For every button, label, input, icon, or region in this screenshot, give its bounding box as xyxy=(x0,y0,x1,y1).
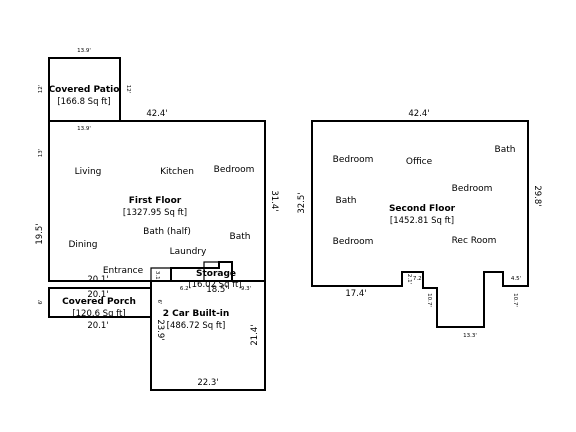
first-floor-dim-bottom: 20.1' xyxy=(87,275,108,285)
garage-dim-bottom: 22.3' xyxy=(197,378,218,388)
garage-title: 2 Car Built-in xyxy=(163,309,230,319)
garage-outline xyxy=(150,280,266,391)
room-bedroom-2: Bedroom xyxy=(452,184,493,194)
patio-dim-top: 13.9' xyxy=(77,48,91,54)
room-laundry: Laundry xyxy=(170,247,207,257)
second-floor-dim-notch-bottom: 13.3' xyxy=(463,333,477,339)
second-floor-title: Second Floor xyxy=(389,204,456,214)
porch-area: [120.6 Sq ft] xyxy=(72,309,125,319)
room-bath: Bath xyxy=(230,232,251,242)
storage-area: [16.02 Sq ft] xyxy=(188,280,241,290)
patio-area: [166.8 Sq ft] xyxy=(57,97,110,107)
first-floor-dim-right: 31.4' xyxy=(269,190,279,211)
porch-dim-right: 6' xyxy=(156,299,162,304)
patio-dim-right: 12' xyxy=(125,85,131,94)
room-bedroom: Bedroom xyxy=(214,165,255,175)
first-floor-dim-left-lower: 19.5' xyxy=(35,223,45,244)
second-floor-dim-bottom-left: 17.4' xyxy=(345,289,366,299)
second-floor-dim-small-left: 7.2' xyxy=(413,276,423,282)
second-floor-dim-right: 29.8' xyxy=(532,185,542,206)
patio-dim-bottom: 13.9' xyxy=(77,126,91,132)
first-floor-title: First Floor xyxy=(129,196,182,206)
second-floor-outline xyxy=(311,120,529,328)
storage-dim-nook: 3.1' xyxy=(154,271,160,281)
garage-dim-left: 23.9' xyxy=(155,319,165,340)
room-bedroom-3: Bedroom xyxy=(333,237,374,247)
room-bath-half: Bath (half) xyxy=(143,227,191,237)
storage-title: Storage xyxy=(196,269,236,279)
room-bath-1: Bath xyxy=(495,145,516,155)
room-kitchen: Kitchen xyxy=(160,167,194,177)
room-entrance: Entrance xyxy=(103,266,144,276)
second-floor-dim-small-side: 2.1' xyxy=(406,274,412,284)
storage-dim-left-small: 6.2' xyxy=(180,286,190,292)
second-floor-dim-notch-left: 10.7' xyxy=(426,293,432,307)
porch-dim-top: 20.1' xyxy=(87,290,108,300)
storage-side-wall xyxy=(150,267,171,281)
second-floor-dim-top: 42.4' xyxy=(408,109,429,119)
first-floor-area: [1327.95 Sq ft] xyxy=(123,208,187,218)
room-living: Living xyxy=(75,167,102,177)
second-floor-dim-left: 32.5' xyxy=(297,192,307,213)
room-rec-room: Rec Room xyxy=(452,236,497,246)
patio-title: Covered Patio xyxy=(49,85,120,95)
porch-title: Covered Porch xyxy=(62,297,136,307)
storage-dim-right-small: 9.3' xyxy=(241,286,251,292)
patio-dim-left: 12' xyxy=(38,85,44,94)
first-floor-dim-left-upper: 13' xyxy=(38,149,44,158)
garage-dim-right: 21.4' xyxy=(250,324,260,345)
second-floor-dim-small-right: 4.5' xyxy=(511,276,521,282)
room-bath-2: Bath xyxy=(336,196,357,206)
second-floor-area: [1452.81 Sq ft] xyxy=(390,216,454,226)
porch-dim-bottom: 20.1' xyxy=(87,321,108,331)
storage-dim-bottom: 18.5' xyxy=(206,285,227,295)
first-floor-dim-top: 42.4' xyxy=(146,109,167,119)
room-dining: Dining xyxy=(68,240,97,250)
second-floor-dim-notch-right: 10.7' xyxy=(512,293,518,307)
porch-dim-left: 6' xyxy=(38,299,44,304)
garage-area: [486.72 Sq ft] xyxy=(167,321,226,331)
room-bedroom-1: Bedroom xyxy=(333,155,374,165)
room-office: Office xyxy=(406,157,433,167)
